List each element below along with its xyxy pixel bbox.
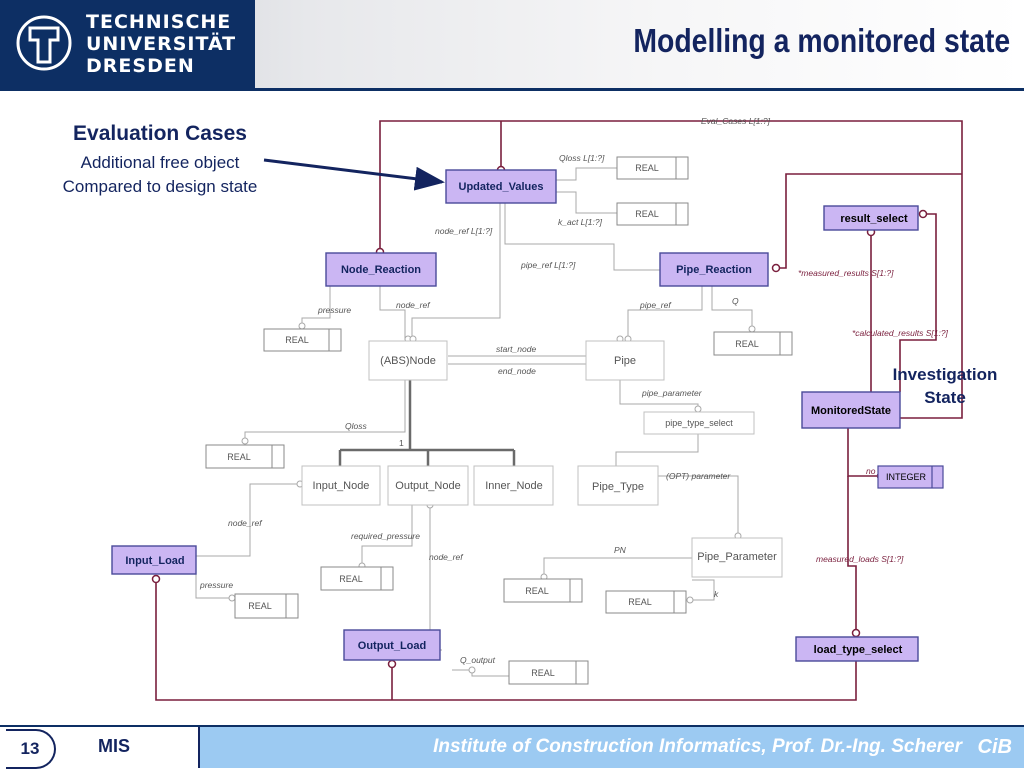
footer-institute-band — [198, 727, 1024, 768]
entity-output-load: Output_Load — [358, 640, 426, 652]
entity-result-select: result_select — [840, 213, 908, 225]
express-g-diagram: Updated_Values Node_Reaction Pipe_Reacti… — [111, 116, 963, 701]
entity-inner-node: Inner_Node — [485, 480, 543, 492]
type-real-pn: REAL — [525, 586, 549, 596]
line-bottom-loop — [155, 580, 857, 701]
evaluation-cases-line-2: Compared to design state — [62, 177, 258, 196]
entity-pipe-type-select: pipe_type_select — [665, 418, 733, 428]
label-opt-parameter: (OPT) parameter — [666, 471, 731, 481]
label-pipe-parameter: pipe_parameter — [641, 388, 703, 398]
logo-line-2: UNIVERSITÄT — [86, 33, 237, 55]
entity-updated-values: Updated_Values — [459, 181, 544, 193]
entity-input-node: Input_Node — [313, 480, 370, 492]
label-measured-results: *measured_results S[1:?] — [798, 268, 894, 278]
label-measured-loads: measured_loads S[1:?] — [816, 554, 904, 564]
entity-abs-node: (ABS)Node — [380, 355, 436, 367]
label-qloss: Qloss — [345, 421, 367, 431]
type-real-k: REAL — [628, 597, 652, 607]
entity-pipe-reaction: Pipe_Reaction — [676, 264, 752, 276]
label-pipe-ref-list: pipe_ref L[1:?] — [520, 260, 576, 270]
label-no: no — [866, 466, 876, 476]
slide-title: Modelling a monitored state — [633, 22, 1010, 59]
label-q: Q — [732, 296, 739, 306]
label-input-node-ref: node_ref — [228, 518, 263, 528]
line-result-select-right — [899, 213, 937, 392]
label-pipe-ref: pipe_ref — [639, 300, 672, 310]
logo-text: TECHNISCHE UNIVERSITÄT DRESDEN — [86, 11, 236, 77]
label-eval-cases: Eval_Cases L[1:?] — [701, 116, 771, 126]
footer-section: MIS — [98, 736, 131, 756]
type-real-required-pressure: REAL — [339, 574, 363, 584]
evaluation-cases-line-1: Additional free object — [80, 153, 240, 172]
label-calculated-results: *calculated_results S[1:?] — [852, 328, 949, 338]
label-node-ref: node_ref — [396, 300, 431, 310]
type-real-q: REAL — [735, 339, 759, 349]
entity-node-reaction: Node_Reaction — [341, 264, 421, 276]
cib-logo-icon: CiB — [977, 736, 1012, 758]
label-k-act: k_act L[1:?] — [558, 217, 603, 227]
line-pipe-reaction-result — [776, 173, 962, 269]
page-number: 13 — [6, 729, 56, 769]
label-one: 1 — [399, 438, 404, 448]
entity-monitored-state: MonitoredState — [811, 405, 891, 417]
line-eval-cases — [379, 120, 963, 419]
university-emblem-icon — [16, 15, 72, 71]
type-real-pressure: REAL — [285, 335, 309, 345]
entity-output-node: Output_Node — [395, 480, 460, 492]
label-node-ref-list: node_ref L[1:?] — [435, 226, 493, 236]
type-integer: INTEGER — [886, 472, 927, 482]
label-k: k — [714, 589, 719, 599]
entity-load-type-select: load_type_select — [814, 644, 903, 656]
university-logo: TECHNISCHE UNIVERSITÄT DRESDEN — [0, 0, 255, 90]
label-pressure: pressure — [317, 305, 351, 315]
footer-divider — [0, 725, 1024, 727]
entity-pipe: Pipe — [614, 355, 636, 367]
type-real-qloss: REAL — [635, 163, 659, 173]
label-input-pressure: pressure — [199, 580, 233, 590]
label-pn: PN — [614, 545, 627, 555]
investigation-state-label: Investigation State — [872, 363, 1018, 409]
evaluation-cases-heading: Evaluation Cases — [73, 122, 247, 145]
type-real-k-act: REAL — [635, 209, 659, 219]
logo-line-3: DRESDEN — [86, 55, 195, 77]
label-end-node: end_node — [498, 366, 536, 376]
label-q-output: Q_output — [460, 655, 496, 665]
footer-institute: Institute of Construction Informatics, P… — [433, 736, 962, 757]
label-qloss-list: Qloss L[1:?] — [559, 153, 605, 163]
investigation-line-1: Investigation — [892, 365, 998, 384]
line-monitored-loads — [847, 476, 857, 635]
type-real-input-pressure: REAL — [248, 601, 272, 611]
entity-pipe-parameter: Pipe_Parameter — [697, 551, 777, 563]
entity-pipe-type: Pipe_Type — [592, 481, 644, 493]
label-required-pressure: required_pressure — [351, 531, 420, 541]
type-real-q-output: REAL — [531, 668, 555, 678]
label-output-node-ref: node_ref — [429, 552, 464, 562]
type-real-node-qloss: REAL — [227, 452, 251, 462]
annotation-arrow — [263, 158, 445, 191]
header-divider — [0, 88, 1024, 91]
label-start-node: start_node — [496, 344, 536, 354]
logo-line-1: TECHNISCHE — [86, 11, 232, 33]
entity-input-load: Input_Load — [125, 555, 184, 567]
investigation-line-2: State — [924, 388, 966, 407]
